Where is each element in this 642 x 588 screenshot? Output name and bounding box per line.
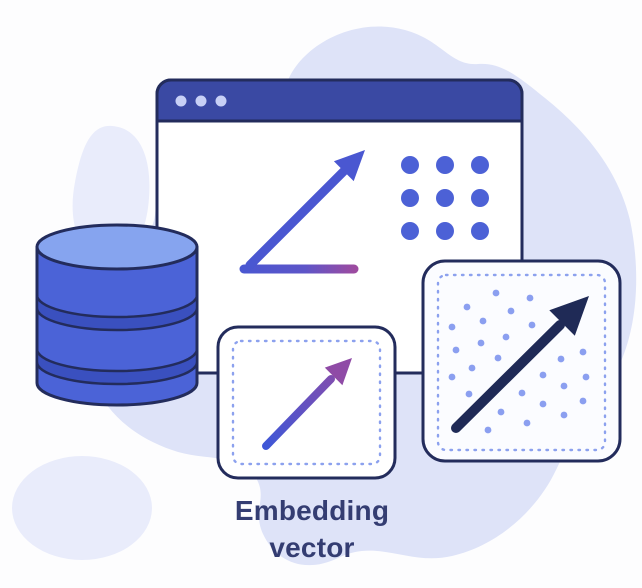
dot [494, 354, 502, 362]
dot [579, 397, 587, 405]
dot [448, 323, 456, 331]
embedding-cell-large-dotted-border [436, 273, 607, 452]
dot [463, 303, 471, 311]
dot [502, 333, 510, 341]
dot [468, 364, 476, 372]
dot [401, 189, 419, 207]
dot [484, 426, 492, 434]
dot [471, 222, 489, 240]
embedding-cell-small-dotted-border [231, 339, 382, 466]
dot [436, 222, 454, 240]
caption: Embedding vector [160, 492, 464, 566]
dot [195, 95, 207, 107]
dot [471, 156, 489, 174]
gradient-arrow-icon [262, 358, 352, 450]
growth-arrow-icon [239, 150, 365, 274]
scatter-dots [448, 289, 590, 434]
dot [215, 95, 227, 107]
database-icon [35, 223, 199, 407]
background-blob-bottom-left [12, 456, 152, 560]
dot [539, 371, 547, 379]
dot [523, 419, 531, 427]
dot [175, 95, 187, 107]
dot [465, 390, 473, 398]
dot [479, 317, 487, 325]
dot [557, 355, 565, 363]
titlebar-dots [175, 95, 227, 107]
embedding-cell-large [421, 259, 622, 463]
browser-titlebar [155, 78, 524, 123]
dot [448, 373, 456, 381]
dot [401, 222, 419, 240]
database-top [35, 223, 199, 271]
dot [560, 382, 568, 390]
dot [507, 307, 515, 315]
dot [528, 321, 536, 329]
dot-grid-icon [401, 156, 489, 240]
embedding-cell-small [216, 325, 397, 480]
dot [518, 389, 526, 397]
dot [471, 189, 489, 207]
database-band-upper [35, 294, 199, 332]
dot [436, 189, 454, 207]
dot [452, 346, 460, 354]
dot [526, 294, 534, 302]
dot [560, 411, 568, 419]
dot [582, 373, 590, 381]
database-band-lower [35, 348, 199, 386]
dot [436, 156, 454, 174]
dot [579, 348, 587, 356]
caption-line-1: Embedding [234, 495, 390, 526]
caption-line-2: vector [269, 532, 355, 563]
dot [497, 408, 505, 416]
dot [401, 156, 419, 174]
dot [477, 339, 485, 347]
dot [539, 400, 547, 408]
dot [492, 289, 500, 297]
vector-arrow-icon [451, 296, 589, 433]
